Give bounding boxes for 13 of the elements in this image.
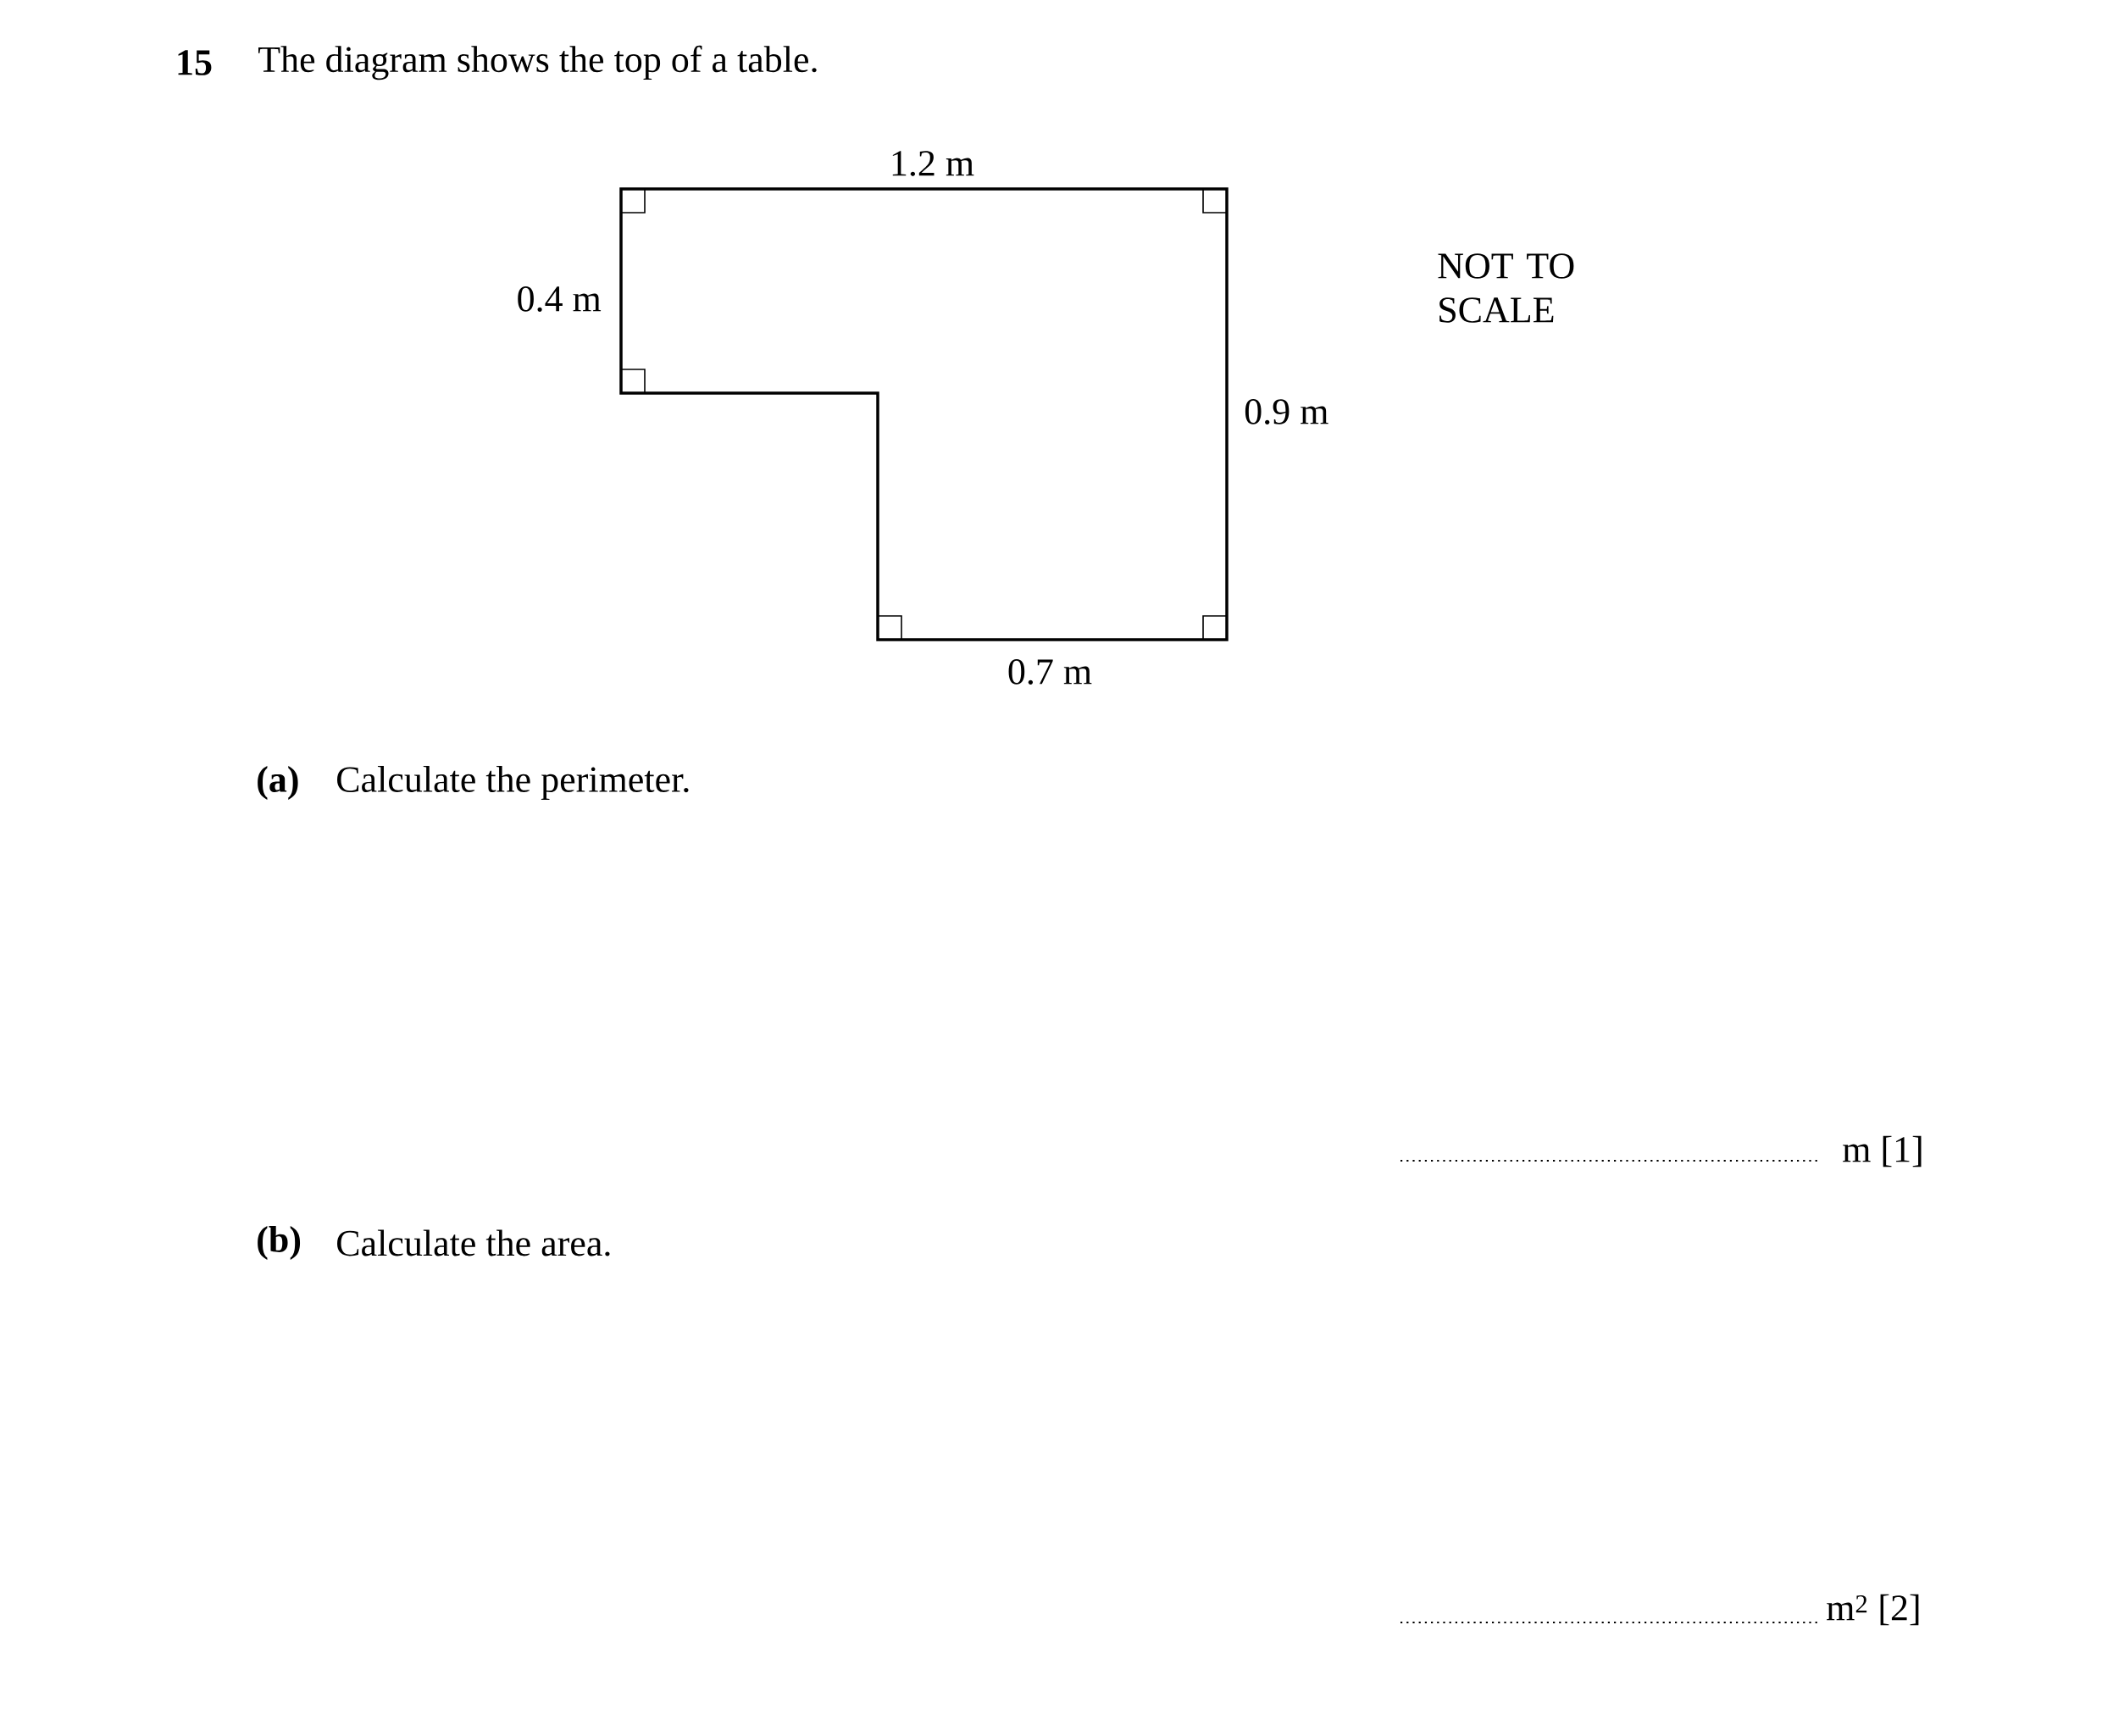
dimension-label: 0.4 m xyxy=(518,286,602,312)
question-text: Calculate the perimeter. xyxy=(337,766,689,800)
question-text: Calculate the area. xyxy=(337,1229,610,1256)
dimension-label: 0.7 m xyxy=(1008,659,1092,685)
note-text: NOT TO SCALE xyxy=(1438,253,1574,323)
answer-unit: m$^{2}$ [2] xyxy=(1827,1594,1919,1626)
dimension-label: 0.9 m xyxy=(1245,399,1328,424)
part-label: (b) xyxy=(258,1226,301,1260)
dimension-label: 1.2 m xyxy=(892,151,974,176)
question-number: 15 xyxy=(178,50,212,75)
question-text: The diagram shows the top of a table. xyxy=(258,45,817,80)
part-label: (a) xyxy=(258,766,298,800)
answer-unit: m [1] xyxy=(1843,1135,1922,1168)
